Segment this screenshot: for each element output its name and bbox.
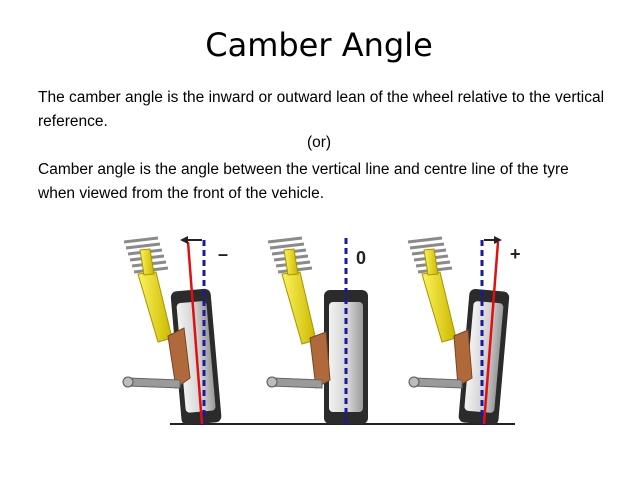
control-arm: [271, 377, 323, 389]
label-positive: +: [510, 244, 521, 264]
strut-body: [421, 271, 457, 343]
label-negative: –: [218, 244, 228, 264]
wheel-negative-camber: –: [122, 236, 228, 425]
knuckle: [167, 327, 191, 389]
control-arm: [127, 377, 181, 389]
strut-body: [137, 271, 173, 343]
control-arm: [413, 377, 463, 389]
definition-1: The camber angle is the inward or outwar…: [38, 89, 605, 130]
or-separator: (or): [306, 134, 332, 151]
arrow-right-icon: [494, 236, 502, 244]
camber-diagram: – 0: [122, 236, 521, 425]
label-zero: 0: [356, 248, 366, 268]
tyre-centre-line: [186, 241, 204, 425]
rim: [464, 301, 504, 413]
definition-2: Camber angle is the angle between the ve…: [38, 161, 569, 202]
wheel-zero-camber: 0: [266, 236, 368, 424]
knuckle: [453, 329, 473, 387]
wheel-positive-camber: +: [407, 236, 521, 425]
arrow-left-icon: [180, 236, 188, 244]
strut-body: [281, 271, 317, 345]
slide-title: Camber Angle: [205, 26, 433, 64]
knuckle: [309, 331, 331, 389]
rim: [329, 302, 363, 412]
tyre-centre-line: [482, 241, 500, 425]
